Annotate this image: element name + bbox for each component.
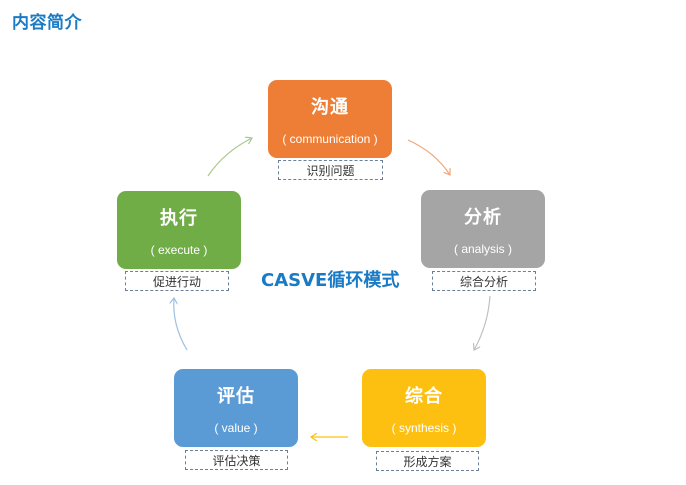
arrow-execute-to-communication — [207, 138, 252, 177]
node-communication-english: ( communication ) — [282, 132, 378, 146]
node-analysis: 分析 ( analysis ) — [421, 190, 545, 268]
arrow-value-to-execute — [174, 298, 188, 351]
arrow-analysis-to-synthesis — [474, 295, 491, 350]
diagram-center-title: CASVE循环模式 — [261, 270, 400, 291]
node-execute-english: ( execute ) — [150, 243, 208, 257]
node-analysis-name: 分析 — [464, 207, 502, 228]
node-value-english: ( value ) — [214, 421, 258, 435]
node-analysis-english: ( analysis ) — [453, 242, 512, 256]
node-communication-name: 沟通 — [311, 97, 349, 118]
tag-evaluate-decision: 评估决策 — [185, 450, 288, 470]
node-synthesis-english: ( synthesis ) — [391, 421, 457, 435]
node-synthesis-name: 综合 — [405, 386, 443, 407]
tag-comprehensive-analysis: 综合分析 — [432, 271, 536, 291]
tag-promote-action: 促进行动 — [125, 271, 229, 291]
tag-form-plan: 形成方案 — [376, 451, 479, 471]
tag-identify-problem: 识别问题 — [278, 160, 383, 180]
node-synthesis: 综合 ( synthesis ) — [362, 369, 486, 447]
node-execute-name: 执行 — [160, 208, 198, 229]
node-communication: 沟通 ( communication ) — [268, 80, 392, 158]
node-value: 评估 ( value ) — [174, 369, 298, 447]
page-title: 内容简介 — [12, 13, 82, 33]
node-execute: 执行 ( execute ) — [117, 191, 241, 269]
arrow-communication-to-analysis — [407, 139, 450, 175]
node-value-name: 评估 — [217, 386, 255, 407]
